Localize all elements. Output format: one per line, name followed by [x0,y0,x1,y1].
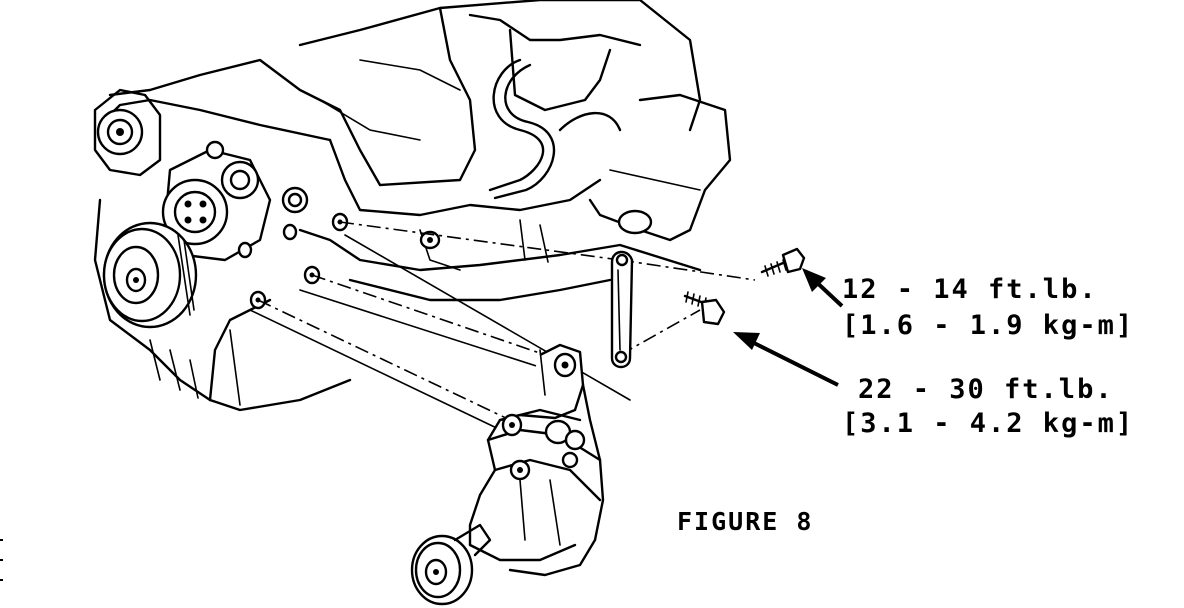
alternator [93,88,162,177]
upper-bolt-torque-ftlb: 12 - 14 ft.lb. [842,274,1098,305]
lower-bolt [683,291,726,326]
block-mounting-holes [237,212,441,310]
figure-caption: FIGURE 8 [677,507,814,536]
alternator-bracket [468,343,605,577]
power-steering-pump [161,140,309,262]
idler-pulley [410,523,492,606]
upper-torque-arrow [802,268,844,308]
adjusting-link [610,250,634,369]
edge-marks [0,539,3,581]
lower-bolt-torque-kgm: [3.1 - 4.2 kg-m] [842,408,1135,439]
crankshaft-pulley [102,221,198,329]
lower-bolt-torque-ftlb: 22 - 30 ft.lb. [858,374,1114,405]
upper-bolt [760,247,806,277]
upper-bolt-torque-kgm: [1.6 - 1.9 kg-m] [842,310,1135,341]
lower-torque-arrow [733,332,839,387]
alignment-lines [249,221,756,433]
